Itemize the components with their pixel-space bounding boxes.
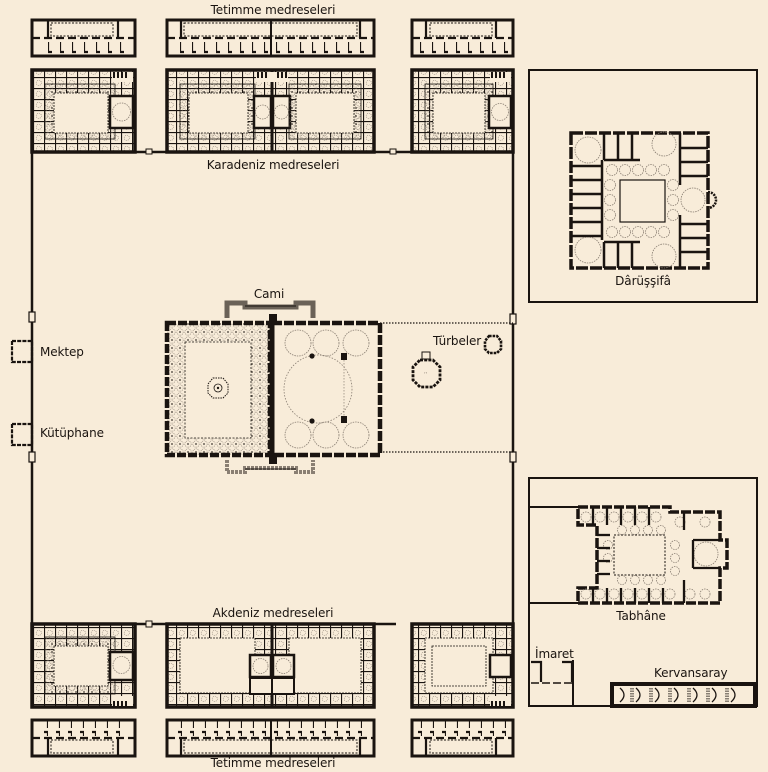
akdeniz-block-3 [410,622,515,709]
enclosure-wall [28,148,517,628]
daruessifa-building [569,131,718,270]
label-imaret: İmaret [535,647,574,661]
imaret-building [531,660,574,706]
mosque-complex: ʼʼ [164,300,513,474]
sadirvan-fountain [207,377,229,399]
label-tetimme-top: Tetimme medreseleri [210,3,336,17]
label-mektep: Mektep [40,345,84,359]
label-akdeniz: Akdeniz medreseleri [212,606,334,620]
label-turbeler: Türbeler [433,334,482,348]
label-tetimme-bottom: Tetimme medreseleri [210,756,336,770]
mektep-building [10,339,34,364]
turbe-suleyman: ʼʼ [411,351,442,389]
label-kutuphane: Kütüphane [40,426,104,440]
tetimme-top-block-2 [165,18,376,58]
tetimme-bottom-block-2 [165,718,376,758]
karadeniz-block-3 [410,68,515,154]
label-daruessifa: Dârüşşifâ [615,274,671,288]
tetimme-top-block-1 [30,18,137,58]
karadeniz-group [30,68,515,154]
tetimme-bottom-block-3 [410,718,515,758]
label-kervansaray: Kervansaray [654,666,728,680]
label-cami: Cami [253,287,285,301]
tabhane-panel [528,477,758,708]
akdeniz-block-1 [30,622,137,709]
label-tabhane: Tabhâne [616,609,666,623]
svg-text:ʼʼ: ʼʼ [424,371,428,378]
karadeniz-block-2 [165,68,376,154]
kutuphane-building [10,422,34,447]
turbe-hurrem [483,334,503,355]
karadeniz-block-1 [30,68,137,154]
akdeniz-group [30,622,515,709]
tetimme-bottom-block-1 [30,718,137,758]
tabhane-building [576,505,729,605]
tetimme-top-block-3 [410,18,515,58]
tetimme-bottom-group [30,718,515,758]
label-karadeniz: Karadeniz medreseleri [206,158,340,172]
daruessifa-panel [528,69,758,303]
kervansaray-building [610,682,757,708]
akdeniz-block-2 [165,622,376,709]
tetimme-top-group [30,18,515,58]
